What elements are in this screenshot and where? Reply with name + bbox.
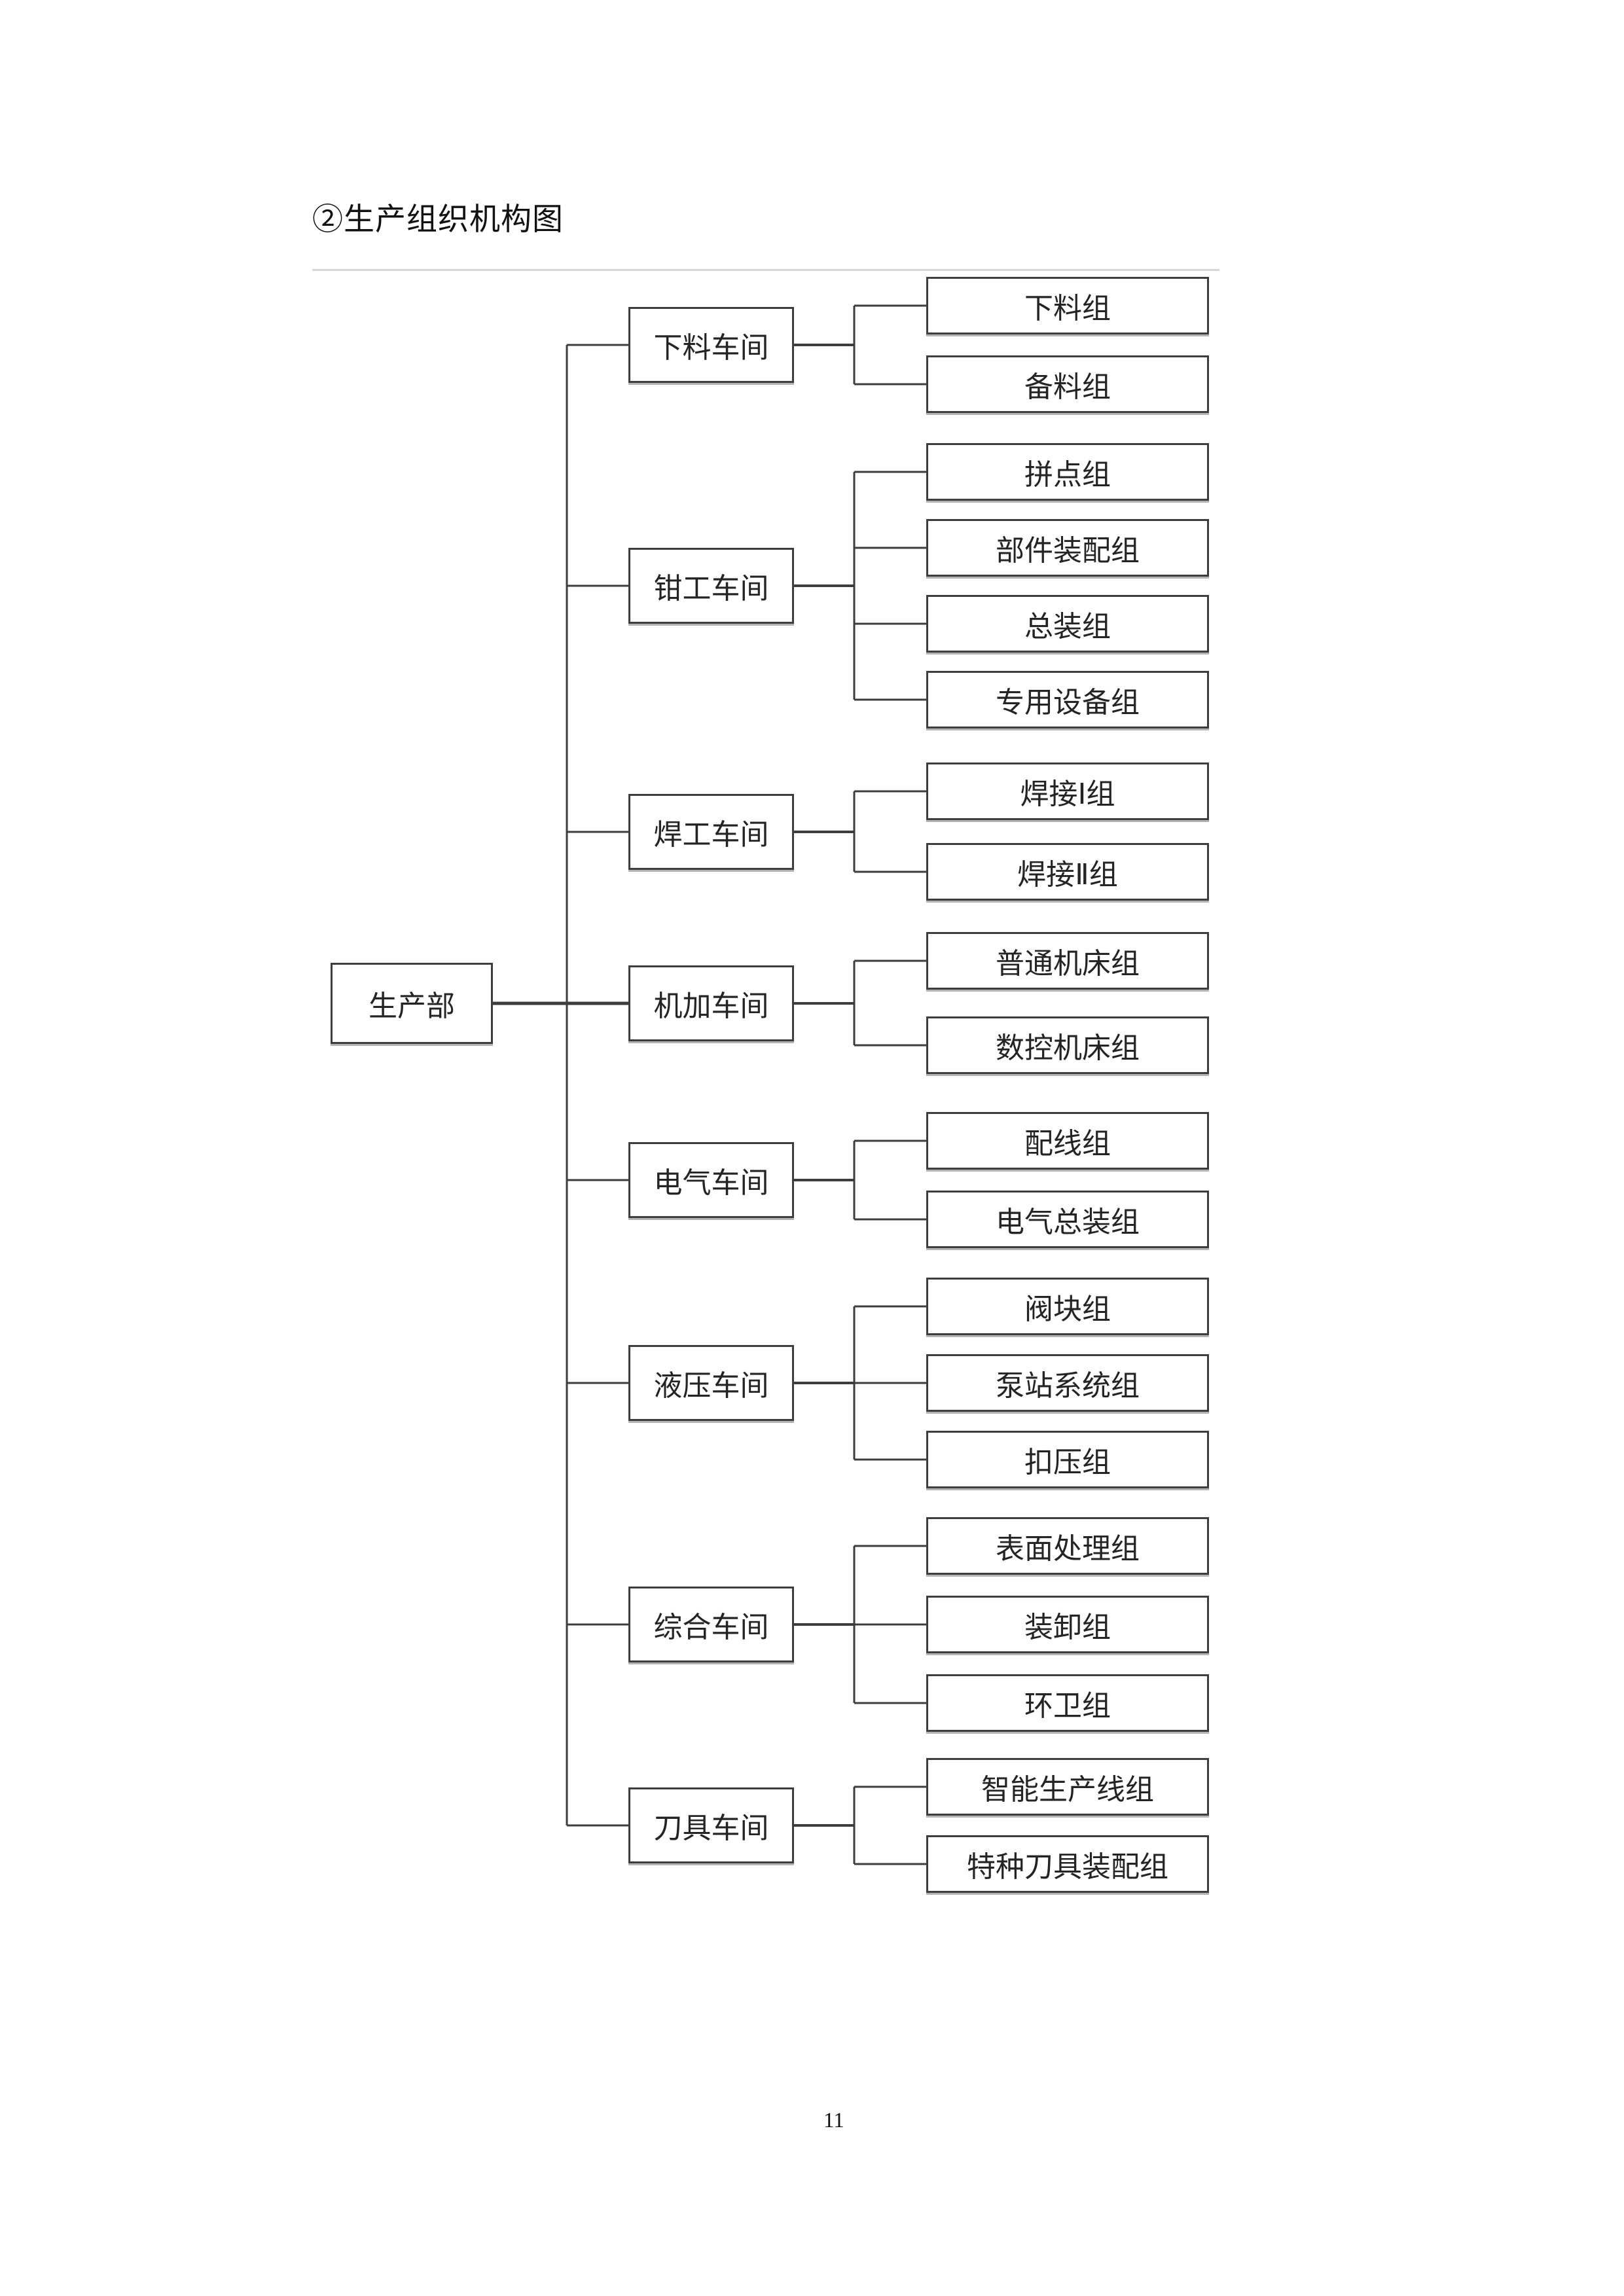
org-box-group: 专用设备组 xyxy=(926,671,1209,728)
org-box-group: 智能生产线组 xyxy=(926,1758,1209,1816)
org-box-workshop-hangong: 焊工车间 xyxy=(628,794,794,870)
org-box-workshop-yeya: 液压车间 xyxy=(628,1345,794,1421)
org-box-group: 装卸组 xyxy=(926,1596,1209,1653)
org-box-group: 部件装配组 xyxy=(926,519,1209,577)
org-box-group: 特种刀具装配组 xyxy=(926,1835,1209,1893)
org-box-group: 焊接Ⅰ组 xyxy=(926,762,1209,820)
org-box-group: 下料组 xyxy=(926,277,1209,334)
org-box-group: 数控机床组 xyxy=(926,1016,1209,1074)
org-box-group: 扣压组 xyxy=(926,1431,1209,1488)
org-box-root: 生产部 xyxy=(331,963,493,1044)
org-box-workshop-xialiao: 下料车间 xyxy=(628,307,794,383)
org-box-group: 焊接Ⅱ组 xyxy=(926,843,1209,901)
org-box-group: 普通机床组 xyxy=(926,932,1209,990)
org-box-workshop-jijia: 机加车间 xyxy=(628,965,794,1041)
diagram-top-rule xyxy=(312,269,1219,271)
connector-group xyxy=(493,304,926,1865)
page-title: ②生产组织机构图 xyxy=(312,203,564,237)
org-box-group: 总装组 xyxy=(926,595,1209,653)
org-box-group: 环卫组 xyxy=(926,1674,1209,1732)
org-box-workshop-daoju: 刀具车间 xyxy=(628,1787,794,1863)
org-box-group: 拼点组 xyxy=(926,443,1209,501)
org-box-group: 电气总装组 xyxy=(926,1191,1209,1248)
org-box-group: 配线组 xyxy=(926,1112,1209,1170)
org-box-workshop-dianqi: 电气车间 xyxy=(628,1142,794,1218)
page-number: 11 xyxy=(823,2109,844,2132)
org-box-workshop-qiangong: 钳工车间 xyxy=(628,548,794,624)
org-box-group: 表面处理组 xyxy=(926,1517,1209,1575)
org-box-workshop-zonghe: 综合车间 xyxy=(628,1587,794,1662)
org-box-group: 备料组 xyxy=(926,355,1209,413)
org-box-group: 阀块组 xyxy=(926,1278,1209,1335)
org-box-group: 泵站系统组 xyxy=(926,1354,1209,1412)
